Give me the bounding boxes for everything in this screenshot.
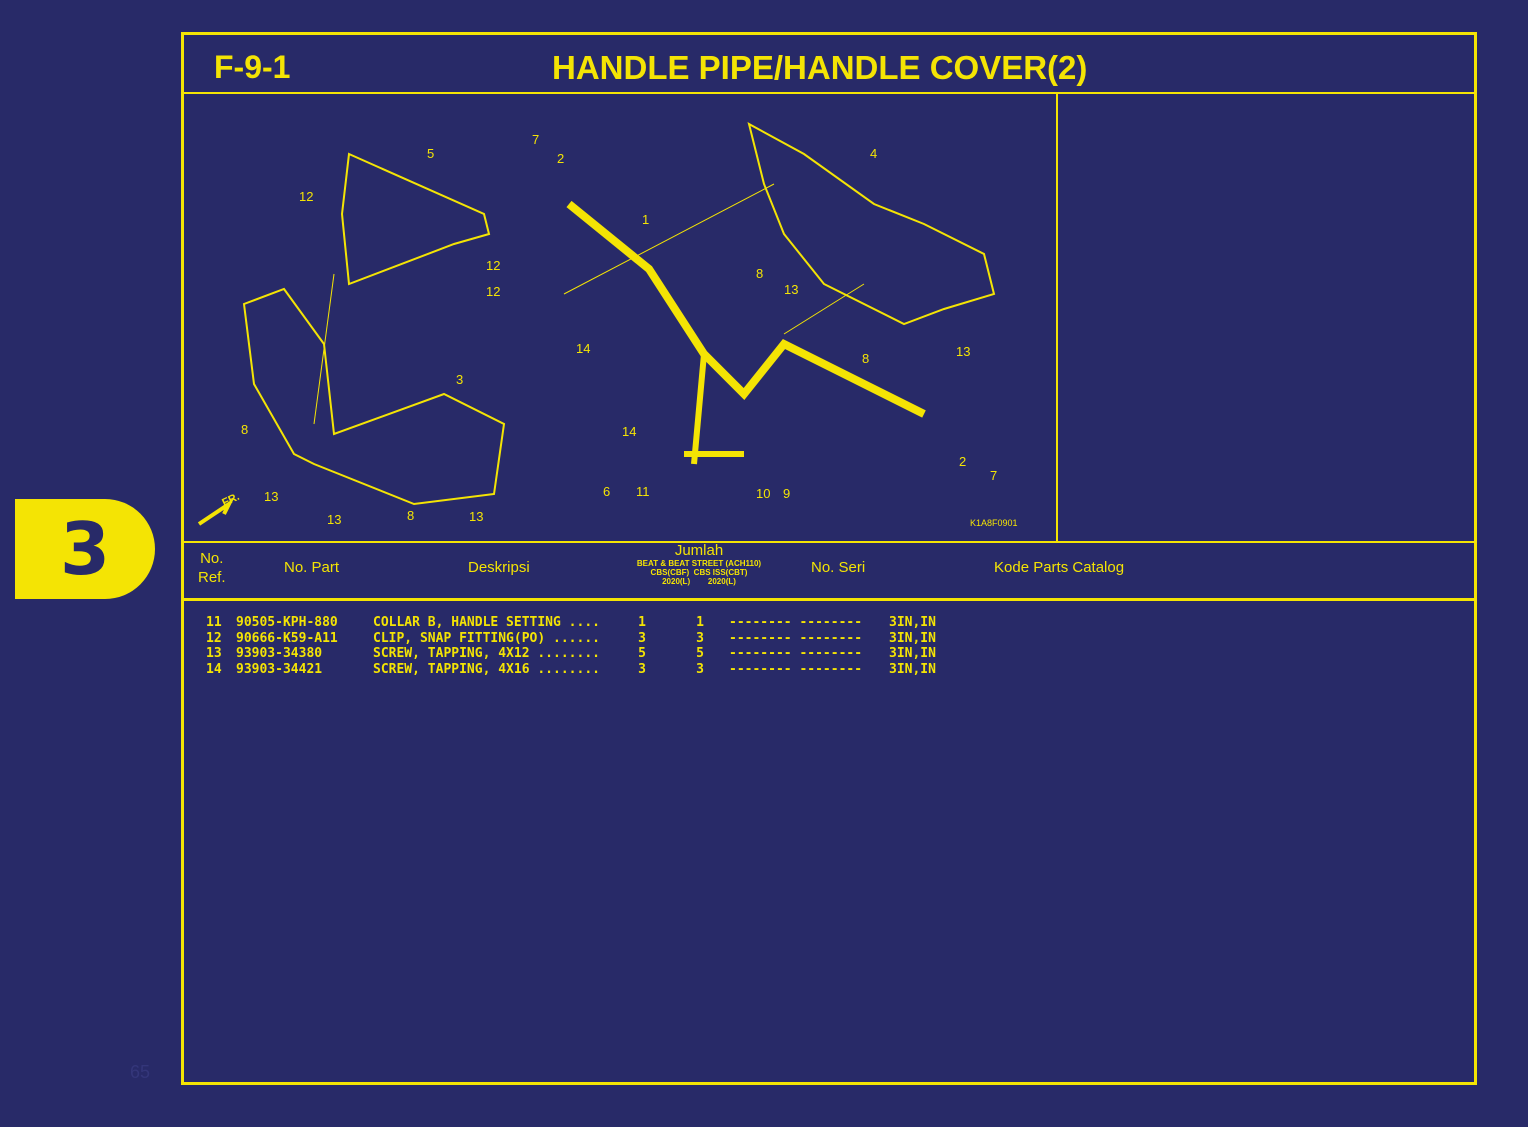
callout-label: 12	[299, 189, 314, 204]
callout-label: 5	[427, 146, 435, 161]
cell-catalog: 3IN,IN	[889, 661, 936, 677]
front-arrow-icon	[197, 498, 235, 526]
lower-cover-part	[242, 287, 506, 506]
handle-pipe-part	[566, 200, 926, 418]
cell-q1: 1	[638, 615, 646, 630]
callout-label: 6	[603, 484, 611, 499]
col-part: No. Part	[284, 559, 340, 576]
callout-label: 2	[557, 151, 565, 166]
table-row: 13 93903-34380 SCREW, TAPPING, 4X12 ......…	[206, 646, 949, 662]
callout-label: 7	[990, 468, 998, 483]
cell-ref: 13	[206, 646, 222, 661]
callout-label: 8	[407, 508, 415, 523]
cell-part: 90666-K59-A11	[236, 630, 338, 646]
rear-cover-part	[747, 122, 996, 326]
cell-desc: CLIP, SNAP FITTING(PO) ......	[373, 630, 600, 646]
callout-label: 4	[870, 146, 878, 161]
col-qty: Jumlah BEAT & BEAT STREET (ACH110) CBS(C…	[636, 542, 762, 586]
callout-label: 13	[264, 489, 279, 504]
callout-label: 7	[532, 132, 540, 147]
callout-label: 3	[456, 372, 464, 387]
cell-catalog: 3IN,IN	[889, 646, 936, 661]
cell-ref: 12	[206, 630, 222, 646]
cell-serial: -------- --------	[729, 615, 863, 630]
cell-serial: -------- --------	[729, 661, 863, 677]
cell-q2: 5	[696, 646, 704, 661]
table-header: No.Ref. No. Part Deskripsi Jumlah BEAT &…	[184, 541, 1474, 601]
table-row: 12 90666-K59-A11 CLIP, SNAP FITTING(PO) ..…	[206, 631, 949, 647]
cell-ref: 14	[206, 661, 222, 677]
callout-label: 13	[327, 512, 342, 527]
page-title: HANDLE PIPE/HANDLE COVER(2)	[552, 49, 1088, 86]
callout-label: 2	[959, 454, 967, 469]
callout-label: 13	[784, 282, 799, 297]
cell-desc: COLLAR B, HANDLE SETTING ....	[373, 615, 600, 630]
cell-desc: SCREW, TAPPING, 4X12 ........	[373, 646, 600, 661]
table-row: 14 93903-34421 SCREW, TAPPING, 4X16 ......…	[206, 662, 949, 678]
diagram-drawing	[197, 122, 996, 526]
callout-label: 10	[756, 486, 771, 501]
cell-catalog: 3IN,IN	[889, 615, 936, 630]
cell-part: 90505-KPH-880	[236, 615, 338, 630]
figure-code: F-9-1	[214, 49, 291, 85]
cell-part: 93903-34421	[236, 661, 323, 677]
cell-desc: SCREW, TAPPING, 4X16 ........	[373, 661, 600, 677]
diagram-ref-code: K1A8F0901	[970, 518, 1018, 528]
callout-label: 1	[642, 212, 650, 227]
callout-label: 11	[636, 484, 650, 499]
callout-label: 8	[756, 266, 764, 281]
callout-label: 12	[486, 258, 501, 273]
front-cover-part	[340, 152, 491, 286]
cell-ref: 11	[206, 615, 222, 630]
section-tab: 3	[15, 499, 155, 599]
cell-q1: 5	[638, 646, 646, 661]
page-number: 65	[130, 1062, 151, 1082]
cell-q2: 3	[696, 630, 704, 646]
callout-label: 13	[956, 344, 971, 359]
callout-label: 8	[241, 422, 249, 437]
callout-label: 8	[862, 351, 870, 366]
callout-label: 12	[486, 284, 501, 299]
callout-label: 13	[469, 509, 484, 524]
cell-catalog: 3IN,IN	[889, 630, 936, 646]
page-header: F-9-1 HANDLE PIPE/HANDLE COVER(2)	[184, 35, 1474, 94]
cell-q1: 3	[638, 661, 646, 677]
col-serial: No. Seri	[811, 559, 866, 576]
cell-q1: 3	[638, 630, 646, 646]
cell-part: 93903-34380	[236, 646, 323, 661]
cell-q2: 1	[696, 615, 704, 630]
callout-label: 9	[783, 486, 791, 501]
col-catalog: Kode Parts Catalog	[994, 559, 1125, 576]
callout-label: 14	[576, 341, 591, 356]
cell-q2: 3	[696, 661, 704, 677]
cell-serial: -------- --------	[729, 646, 863, 661]
col-ref: No.Ref.	[198, 550, 226, 586]
cell-serial: -------- --------	[729, 630, 863, 646]
callout-label: 14	[622, 424, 637, 439]
col-desc: Deskripsi	[468, 559, 530, 576]
